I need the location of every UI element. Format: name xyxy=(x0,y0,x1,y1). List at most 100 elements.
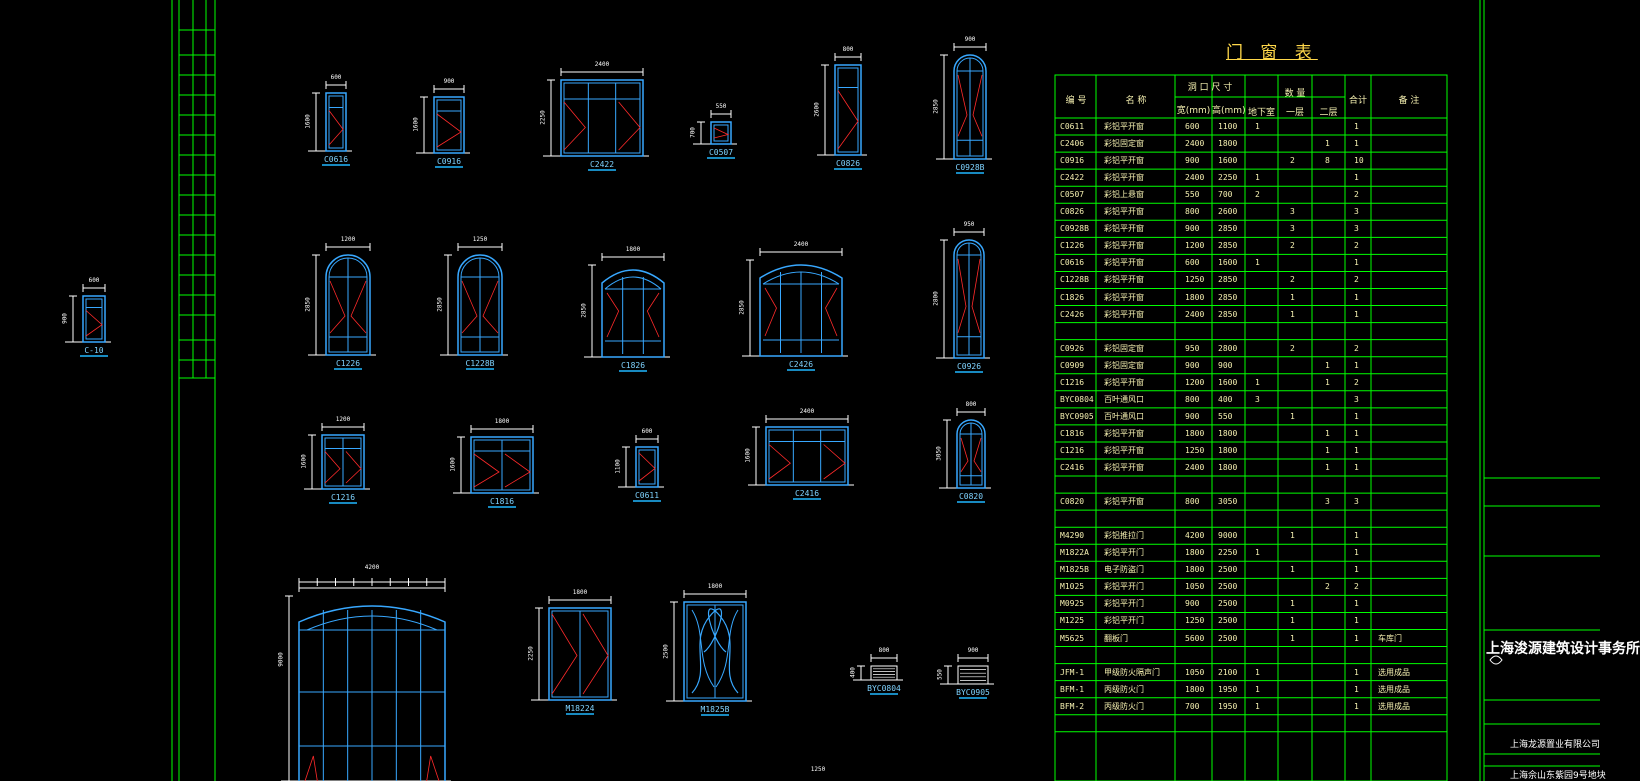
table-cell: M0925 xyxy=(1060,599,1085,609)
window-label: C2426 xyxy=(788,360,814,369)
window-width-dim: 2400 xyxy=(594,61,610,68)
window-C0507 xyxy=(693,110,737,159)
window-height-dim: 1100 xyxy=(614,459,622,474)
table-cell: 1 xyxy=(1255,173,1260,183)
window-C2426 xyxy=(742,248,848,371)
table-cell: C0926 xyxy=(1060,343,1085,353)
table-cell: 选用成品 xyxy=(1378,684,1410,694)
table-cell: 1 xyxy=(1354,258,1359,268)
table-cell: 2850 xyxy=(1218,292,1238,302)
window-label: C0826 xyxy=(835,159,861,168)
table-cell: 3 xyxy=(1290,207,1295,217)
window-label: C2422 xyxy=(589,160,615,169)
table-cell: 丙级防火门 xyxy=(1104,701,1144,711)
table-cell: 9000 xyxy=(1218,531,1238,541)
table-cell: 1 xyxy=(1354,428,1359,438)
window-M18224 xyxy=(531,596,617,715)
window-C0616 xyxy=(308,81,352,166)
table-cell: 1 xyxy=(1354,463,1359,472)
table-cell: C2422 xyxy=(1060,173,1085,183)
window-label: C1826 xyxy=(620,361,646,370)
window-C1826 xyxy=(584,253,670,372)
window-label: C0916 xyxy=(436,157,462,166)
table-cell: 1 xyxy=(1354,309,1359,319)
table-cell: 2500 xyxy=(1218,633,1238,643)
window-height-dim: 1600 xyxy=(449,457,457,472)
window-C1226 xyxy=(308,243,376,370)
window-label: C0611 xyxy=(634,491,660,500)
window-height-dim: 2600 xyxy=(813,102,821,117)
table-cell: 700 xyxy=(1218,190,1233,200)
table-cell: 1 xyxy=(1290,565,1295,575)
window-width-dim: 800 xyxy=(878,647,890,654)
table-cell: 1 xyxy=(1255,667,1260,677)
table-cell: 彩铝平开窗 xyxy=(1104,463,1144,472)
table-cell: 3 xyxy=(1354,224,1359,234)
table-cell: 1200 xyxy=(1185,241,1205,251)
window-BYC0804 xyxy=(853,654,903,695)
table-cell: 3 xyxy=(1290,224,1295,234)
table-cell: 1050 xyxy=(1185,582,1205,592)
window-M4290 xyxy=(281,578,451,781)
table-cell: 2800 xyxy=(1218,343,1238,353)
table-cell: 1 xyxy=(1354,122,1359,131)
table-cell: C1226 xyxy=(1060,241,1085,251)
table-cell: 1 xyxy=(1290,309,1295,319)
table-cell: 900 xyxy=(1185,156,1200,166)
table-cell: 1250 xyxy=(1185,616,1205,626)
firm-logo xyxy=(1489,655,1503,665)
table-cell: 1 xyxy=(1255,701,1260,711)
table-cell: 1 xyxy=(1354,292,1359,302)
table-cell: 1 xyxy=(1325,360,1330,370)
window-height-dim: 1600 xyxy=(744,448,752,463)
table-cell: 1 xyxy=(1290,531,1295,541)
header-opening: 洞 口 尺 寸 xyxy=(1187,83,1233,93)
window-width-dim: 600 xyxy=(641,428,653,435)
table-cell: 彩铝固定窗 xyxy=(1104,139,1144,149)
table-cell: 900 xyxy=(1185,224,1200,234)
table-cell: 2500 xyxy=(1218,565,1238,575)
window-height-dim: 9000 xyxy=(277,652,285,667)
window-C0826 xyxy=(817,53,867,170)
window-label: M18224 xyxy=(565,704,595,713)
window-width-dim: 2400 xyxy=(799,408,815,415)
table-cell: 1250 xyxy=(1185,275,1205,285)
header-code: 编 号 xyxy=(1065,96,1087,106)
table-cell: C0611 xyxy=(1060,122,1085,131)
table-cell: C0916 xyxy=(1060,156,1085,166)
table-cell: 2 xyxy=(1354,241,1359,251)
table-cell: M1822A xyxy=(1060,548,1089,558)
window-height-dim: 700 xyxy=(689,127,697,138)
table-cell: 4200 xyxy=(1185,531,1205,541)
table-cell: 1 xyxy=(1354,360,1359,370)
table-cell: 彩铝平开窗 xyxy=(1104,309,1144,319)
table-cell: C0507 xyxy=(1060,190,1085,200)
table-cell: 2500 xyxy=(1218,599,1238,609)
table-cell: 百叶通风口 xyxy=(1104,394,1144,404)
table-cell: 彩铝平开窗 xyxy=(1104,173,1144,183)
door-window-table-grid xyxy=(1054,74,1448,781)
table-cell: C0820 xyxy=(1060,497,1085,507)
table-cell: 1 xyxy=(1255,684,1260,694)
table-cell: 3 xyxy=(1354,394,1359,404)
table-cell: 8 xyxy=(1325,156,1330,166)
table-cell: 1 xyxy=(1290,292,1295,302)
table-cell: 1 xyxy=(1325,139,1330,149)
table-cell: 丙级防火门 xyxy=(1104,684,1144,694)
window-label: M1825B xyxy=(700,705,730,714)
table-cell: 2400 xyxy=(1185,139,1205,149)
window-C2422 xyxy=(543,68,649,171)
table-cell: 800 xyxy=(1185,497,1200,507)
table-cell: M1225 xyxy=(1060,616,1085,626)
table-cell: 1 xyxy=(1325,445,1330,455)
table-cell: 2250 xyxy=(1218,548,1238,558)
table-cell: 2 xyxy=(1354,275,1359,285)
table-cell: 1 xyxy=(1354,548,1359,558)
window-label: C1226 xyxy=(335,359,361,368)
table-cell: 1800 xyxy=(1185,292,1205,302)
table-cell: 百叶通风口 xyxy=(1104,411,1144,421)
table-cell: 彩铝上悬窗 xyxy=(1104,190,1144,200)
header-quantity: 数 量 xyxy=(1284,89,1306,99)
right-title-block xyxy=(1479,0,1600,781)
table-cell: 彩铝平开窗 xyxy=(1104,377,1144,387)
